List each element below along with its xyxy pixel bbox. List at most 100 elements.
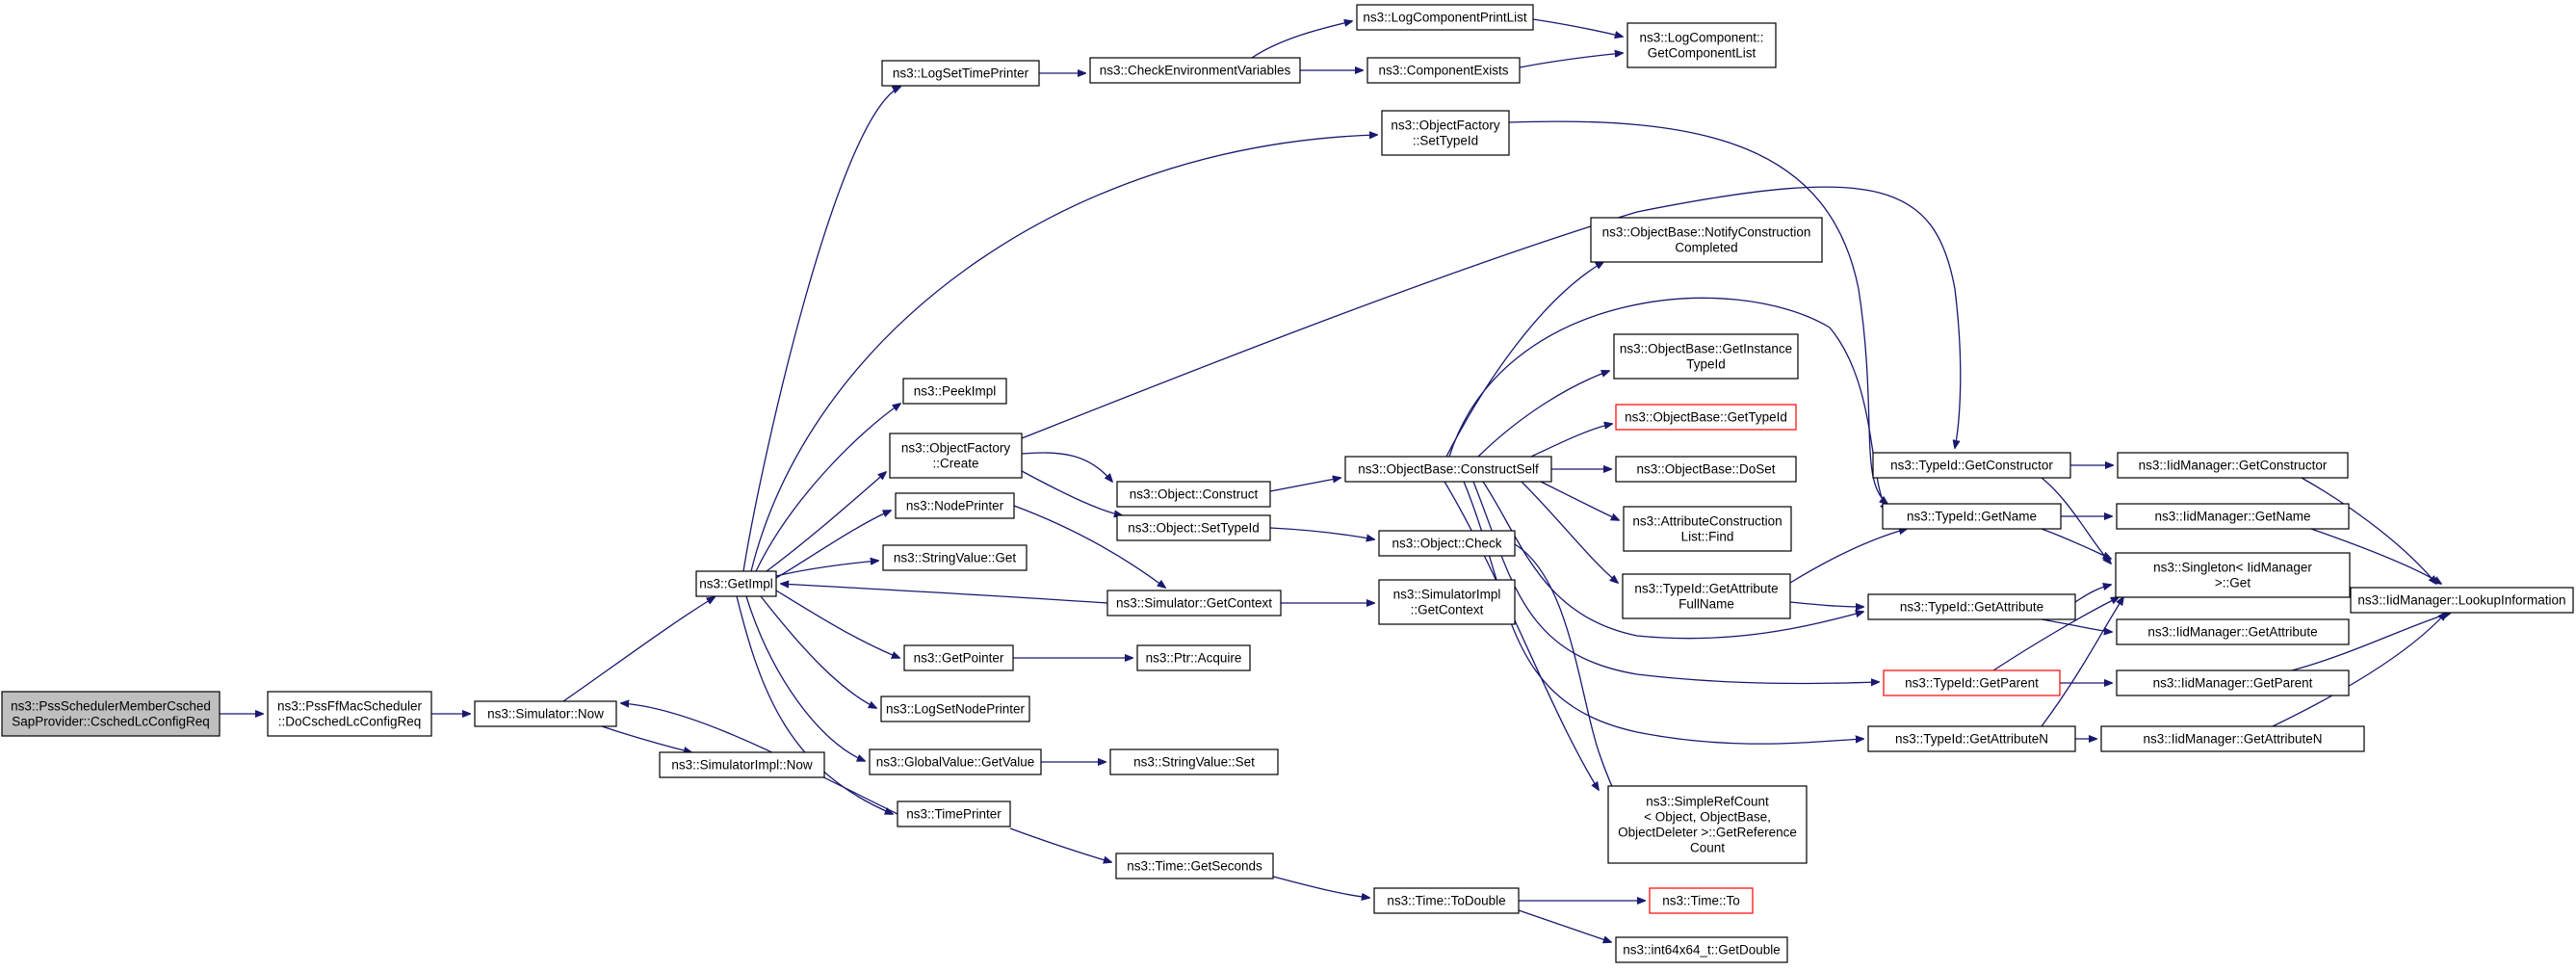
graph-node-n5[interactable]: ns3::LogSetTimePrinter <box>881 60 1040 87</box>
graph-node-n4[interactable]: ns3::SimulatorImpl::Now <box>659 751 825 778</box>
edge-n43-to-n44 <box>2041 618 2112 632</box>
graph-node-n34[interactable]: ns3::Time::GetSeconds <box>1115 853 1274 879</box>
node-label: FullName <box>1678 597 1734 612</box>
node-label: ns3::Object::Check <box>1392 537 1501 551</box>
node-label: ns3::Time::GetSeconds <box>1127 859 1262 874</box>
graph-node-n15[interactable]: ns3::ObjectBase::NotifyConstructionCompl… <box>1590 217 1823 263</box>
edge-n10-to-n40 <box>1508 120 1887 504</box>
node-label: ::Create <box>932 457 978 471</box>
node-box <box>1615 456 1797 483</box>
graph-node-n21[interactable]: ns3::SimpleRefCount< Object, ObjectBase,… <box>1607 785 1808 864</box>
node-box <box>903 644 1014 671</box>
edge-n22-to-n26 <box>1013 505 1165 588</box>
node-box <box>881 60 1040 87</box>
node-label: ns3::AttributeConstruction <box>1632 514 1782 529</box>
graph-node-n10[interactable]: ns3::ObjectFactory::SetTypeId <box>1381 110 1510 156</box>
edge-n45-to-n42 <box>1992 597 2119 671</box>
node-label: < Object, ObjectBase, <box>1644 810 1771 825</box>
graph-node-root[interactable]: ns3::PssSchedulerMemberCschedSapProvider… <box>1 691 221 737</box>
graph-node-n25[interactable]: ns3::StringValue::Get <box>882 544 1028 571</box>
graph-node-n1[interactable]: ns3::PssFfMacScheduler::DoCschedLcConfig… <box>267 691 432 737</box>
edge-n14-to-n15 <box>1445 262 1603 458</box>
node-label: ns3::Object::SetTypeId <box>1128 521 1260 536</box>
graph-node-n26[interactable]: ns3::Simulator::GetContext <box>1106 590 1282 617</box>
graph-node-n31[interactable]: ns3::GlobalValue::GetValue <box>869 748 1042 775</box>
edge-n20-to-n43 <box>1789 601 1863 607</box>
graph-node-n48[interactable]: ns3::IidManager::GetAttributeN <box>2100 725 2365 752</box>
node-box <box>1590 217 1823 263</box>
graph-node-n14[interactable]: ns3::ObjectBase::ConstructSelf <box>1344 456 1552 483</box>
node-box <box>1649 887 1754 914</box>
edge-n41-to-n49 <box>2310 528 2441 584</box>
node-box <box>1381 110 1510 156</box>
graph-node-n30[interactable]: ns3::LogSetNodePrinter <box>880 695 1030 722</box>
node-box <box>1622 573 1791 619</box>
graph-node-n46[interactable]: ns3::IidManager::GetParent <box>2116 669 2350 696</box>
graph-node-n13[interactable]: ns3::Object::Construct <box>1116 481 1271 508</box>
graph-node-n41[interactable]: ns3::IidManager::GetName <box>2116 503 2350 530</box>
graph-node-n43[interactable]: ns3::TypeId::GetAttribute <box>1867 593 2076 620</box>
graph-node-n2[interactable]: ns3::Simulator::Now <box>474 700 617 727</box>
graph-node-n40[interactable]: ns3::TypeId::GetName <box>1882 503 2062 530</box>
graph-node-n18[interactable]: ns3::ObjectBase::DoSet <box>1615 456 1797 483</box>
graph-node-n28[interactable]: ns3::GetPointer <box>903 644 1014 671</box>
graph-node-n12[interactable]: ns3::ObjectFactory::Create <box>889 433 1023 479</box>
node-box <box>1613 333 1799 380</box>
graph-node-n38[interactable]: ns3::TypeId::GetConstructor <box>1872 452 2071 479</box>
graph-node-n3[interactable]: ns3::GetImpl <box>695 570 777 597</box>
node-box <box>1378 530 1516 557</box>
graph-node-n45[interactable]: ns3::TypeId::GetParent <box>1883 669 2061 696</box>
node-box <box>1109 748 1279 775</box>
node-label: ns3::PeekImpl <box>914 384 997 399</box>
node-label: ns3::SimulatorImpl <box>1393 588 1501 602</box>
graph-node-n37[interactable]: ns3::int64x64_t::GetDouble <box>1615 936 1788 963</box>
graph-node-n24[interactable]: ns3::Object::Check <box>1378 530 1516 557</box>
graph-node-n27[interactable]: ns3::SimulatorImpl::GetContext <box>1378 579 1516 625</box>
node-label: ns3::ComponentExists <box>1378 64 1508 78</box>
node-label: ns3::StringValue::Set <box>1133 755 1255 770</box>
graph-node-n11[interactable]: ns3::PeekImpl <box>902 378 1007 405</box>
graph-node-n39[interactable]: ns3::IidManager::GetConstructor <box>2117 452 2349 479</box>
graph-node-n6[interactable]: ns3::CheckEnvironmentVariables <box>1089 57 1301 84</box>
graph-node-n8[interactable]: ns3::LogComponent::GetComponentList <box>1626 22 1777 68</box>
graph-node-n44[interactable]: ns3::IidManager::GetAttribute <box>2116 618 2350 645</box>
graph-node-n49[interactable]: ns3::IidManager::LookupInformation <box>2350 587 2574 614</box>
graph-node-n33[interactable]: ns3::TimePrinter <box>897 800 1011 827</box>
graph-node-n36[interactable]: ns3::Time::To <box>1649 887 1754 914</box>
node-label: ns3::ObjectFactory <box>901 441 1011 456</box>
graph-node-n47[interactable]: ns3::TypeId::GetAttributeN <box>1867 725 2076 752</box>
graph-node-n23[interactable]: ns3::Object::SetTypeId <box>1116 514 1271 541</box>
node-label: ns3::Time::ToDouble <box>1387 894 1505 908</box>
node-label: ns3::Simulator::Now <box>487 707 604 722</box>
graph-node-n9[interactable]: ns3::ComponentExists <box>1366 57 1521 84</box>
node-box <box>1136 644 1251 671</box>
node-label: ns3::IidManager::GetConstructor <box>2139 459 2328 473</box>
node-label: ns3::StringValue::Get <box>894 551 1017 565</box>
node-box <box>1366 57 1521 84</box>
node-label: ns3::ObjectBase::DoSet <box>1636 462 1775 477</box>
graph-node-n35[interactable]: ns3::Time::ToDouble <box>1373 887 1520 914</box>
graph-node-n29[interactable]: ns3::Ptr::Acquire <box>1136 644 1251 671</box>
edge-n14-to-n45 <box>1472 481 1879 684</box>
graph-node-n22[interactable]: ns3::NodePrinter <box>895 492 1015 519</box>
node-label: ns3::IidManager::GetAttribute <box>2147 625 2317 640</box>
graph-node-n7[interactable]: ns3::LogComponentPrintList <box>1356 4 1534 31</box>
graph-node-n17[interactable]: ns3::ObjectBase::GetTypeId <box>1615 404 1797 431</box>
node-box <box>474 700 617 727</box>
edge-n14-to-n17 <box>1530 424 1612 458</box>
edge-n2-to-n4 <box>601 725 691 752</box>
graph-node-n42[interactable]: ns3::Singleton< IidManager>::Get <box>2115 552 2351 598</box>
node-label: ns3::PssSchedulerMemberCsched <box>11 699 211 714</box>
node-label: ns3::SimulatorImpl::Now <box>671 758 813 773</box>
node-label: ::SetTypeId <box>1413 134 1478 148</box>
node-box <box>1867 725 2076 752</box>
edge-n33-to-n34 <box>1009 827 1111 862</box>
edge-n14-to-n20 <box>1521 481 1618 583</box>
graph-node-n32[interactable]: ns3::StringValue::Set <box>1109 748 1279 775</box>
node-label: ns3::TimePrinter <box>906 807 1002 822</box>
node-label: ns3::ObjectFactory <box>1391 118 1500 133</box>
